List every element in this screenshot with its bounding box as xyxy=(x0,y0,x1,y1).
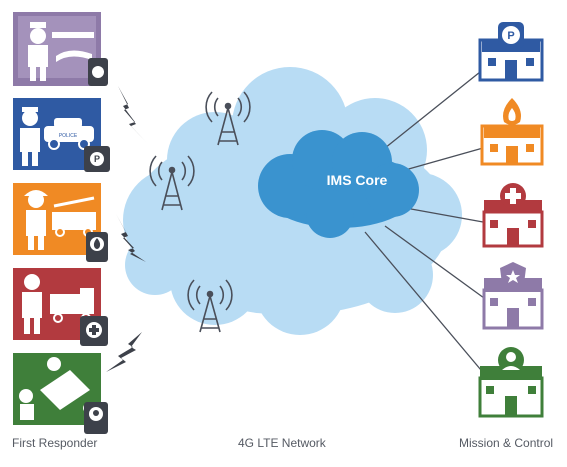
flame-icon xyxy=(93,238,101,249)
cell-tower-2 xyxy=(149,155,195,211)
ims-core-cloud xyxy=(258,130,419,238)
first-responder-label: First Responder xyxy=(12,436,98,450)
link-police-station xyxy=(384,71,481,149)
link-fire-station xyxy=(397,147,484,173)
tile-rescue xyxy=(13,353,108,434)
medical-cross-icon xyxy=(89,325,99,335)
link-dispatch-center xyxy=(364,231,487,377)
police-car-text: POLICE xyxy=(59,133,78,139)
medical-cross-icon xyxy=(505,188,521,204)
core-links xyxy=(364,71,487,377)
police-p-icon: P xyxy=(507,30,514,42)
building-hospital xyxy=(482,183,544,248)
signal-bolt-1 xyxy=(118,86,146,142)
tile-detective xyxy=(13,12,108,86)
tile-paramedic xyxy=(13,268,108,346)
signal-bolts xyxy=(106,86,146,372)
svg-text:P: P xyxy=(94,154,100,164)
ims-core-label: IMS Core xyxy=(326,172,388,188)
cell-tower-1 xyxy=(205,91,251,146)
building-dispatch-center xyxy=(478,347,544,418)
shield-heart-icon xyxy=(92,66,104,78)
tile-firefighter xyxy=(13,183,108,262)
headset-icon xyxy=(93,410,99,416)
mission-control-label: Mission & Control xyxy=(459,436,554,450)
tile-police: POLICE P xyxy=(13,98,110,172)
link-hospital xyxy=(399,206,484,223)
signal-bolt-3 xyxy=(106,332,142,372)
cell-tower-3 xyxy=(187,279,233,333)
building-security-hq xyxy=(482,262,544,330)
network-label: 4G LTE Network xyxy=(238,436,326,450)
link-security-hq xyxy=(384,225,485,299)
building-fire-station xyxy=(480,98,544,166)
building-police-station: P xyxy=(478,22,544,82)
headset-icon xyxy=(506,352,516,362)
police-p-icon xyxy=(90,152,104,166)
